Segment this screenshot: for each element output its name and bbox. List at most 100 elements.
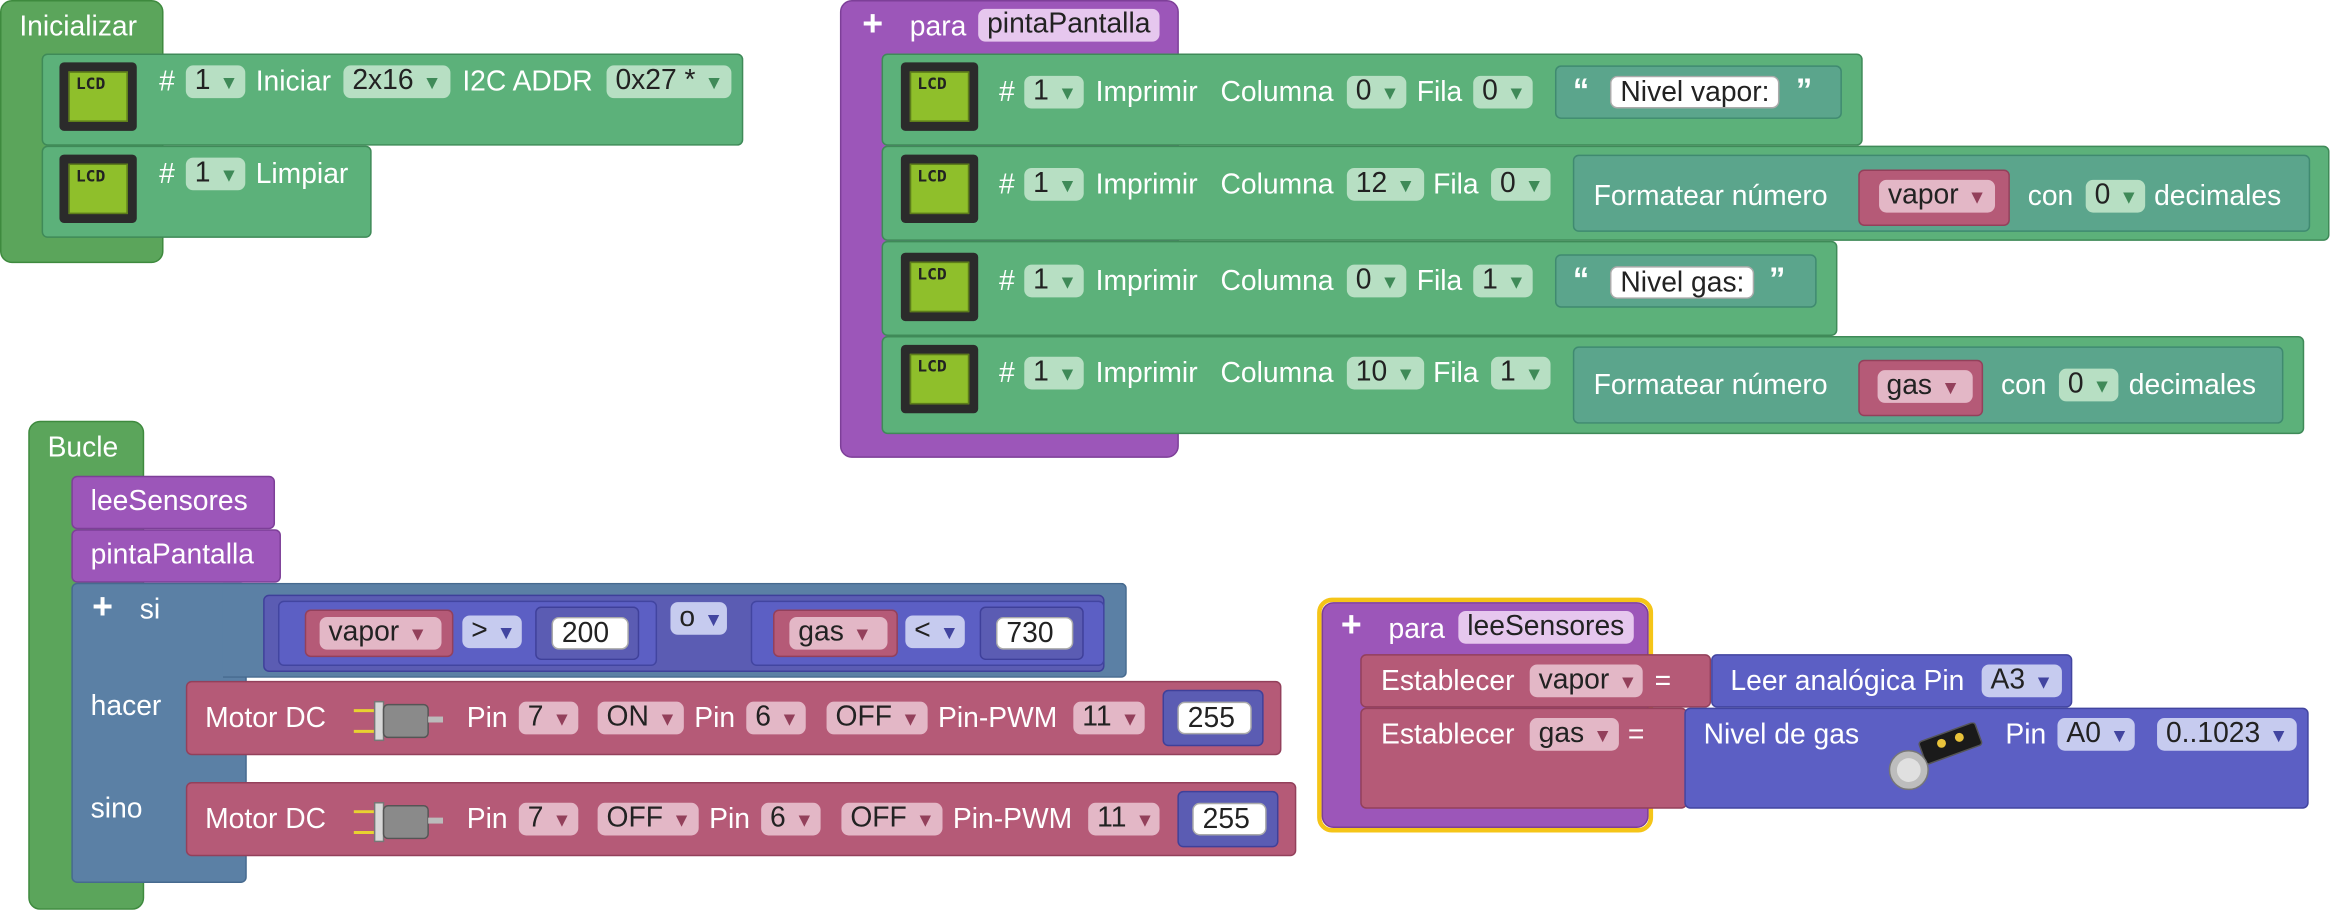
lcd-number-dropdown[interactable]: 1▼	[185, 157, 246, 191]
open-quote-icon: “	[1572, 71, 1590, 109]
column-dropdown[interactable]: 0▼	[1346, 264, 1407, 298]
hash-label: #	[998, 358, 1015, 390]
open-quote-icon: “	[1572, 260, 1590, 298]
pin-dropdown[interactable]: 6▼	[746, 701, 806, 735]
call-pintapantalla-block[interactable]	[71, 529, 281, 583]
row-dropdown[interactable]: 1▼	[1491, 356, 1551, 390]
hacer-label: hacer	[90, 691, 162, 723]
pin-dropdown[interactable]: A0▼	[2057, 718, 2135, 751]
column-label: Columna	[1220, 266, 1334, 298]
function-name-field[interactable]: pintaPantalla	[978, 8, 1160, 42]
row-dropdown[interactable]: 0▼	[1491, 167, 1551, 201]
state-dropdown[interactable]: OFF▼	[597, 802, 699, 836]
plus-icon[interactable]: +	[862, 4, 884, 45]
row-dropdown[interactable]: 0▼	[1473, 75, 1533, 109]
con-label: con	[2027, 181, 2074, 213]
motor-icon	[351, 696, 446, 747]
plus-icon[interactable]: +	[1340, 605, 1362, 646]
column-dropdown[interactable]: 10▼	[1346, 356, 1425, 390]
column-label: Columna	[1220, 169, 1334, 201]
text-field[interactable]: Nivel gas:	[1609, 266, 1755, 299]
row-label: Fila	[1433, 169, 1479, 201]
format-label: Formatear número	[1593, 370, 1828, 402]
print-label: Imprimir	[1095, 77, 1198, 109]
operator-dropdown[interactable]: <▼	[905, 615, 965, 649]
pin-dropdown[interactable]: 6▼	[761, 802, 821, 836]
pin-label: Pin	[466, 804, 508, 836]
hash-label: #	[159, 66, 175, 99]
state-dropdown[interactable]: OFF▼	[841, 802, 943, 836]
lcd-icon: LCD	[59, 62, 137, 131]
state-dropdown[interactable]: ON▼	[597, 701, 684, 735]
variable-dropdown[interactable]: vapor▼	[319, 616, 442, 650]
lcd-icon: LCD	[59, 154, 137, 223]
row-dropdown[interactable]: 1▼	[1473, 264, 1533, 298]
call-label: pintaPantalla	[90, 539, 255, 571]
equals-label: =	[1627, 719, 1645, 751]
pin-label: Pin	[694, 703, 736, 735]
format-label: Formatear número	[1593, 181, 1828, 213]
pin-dropdown[interactable]: 7▼	[518, 701, 579, 735]
set-variable-block[interactable]	[1360, 707, 1688, 809]
variable-dropdown[interactable]: gas▼	[789, 616, 888, 650]
decimals-dropdown[interactable]: 0▼	[2085, 179, 2146, 213]
close-quote-icon: ”	[1795, 71, 1813, 109]
lcd-size-dropdown[interactable]: 2x16▼	[343, 65, 451, 99]
hash-label: #	[998, 266, 1015, 298]
variable-dropdown[interactable]: gas▼	[1877, 370, 1973, 403]
speed-field[interactable]: 255	[1192, 802, 1267, 836]
lcd-number-dropdown[interactable]: 1▼	[185, 65, 246, 99]
lcd-number-dropdown[interactable]: 1▼	[1024, 167, 1084, 201]
range-dropdown[interactable]: 0..1023▼	[2157, 718, 2297, 751]
column-dropdown[interactable]: 12▼	[1346, 167, 1425, 201]
column-dropdown[interactable]: 0▼	[1346, 75, 1407, 109]
pin-dropdown[interactable]: 7▼	[518, 802, 579, 836]
decimals-label: decimales	[2128, 370, 2256, 402]
i2c-addr-dropdown[interactable]: 0x27 *▼	[606, 65, 732, 99]
init-title: Inicializar	[19, 11, 138, 44]
lcd-number-dropdown[interactable]: 1▼	[1024, 264, 1084, 298]
plus-icon[interactable]: +	[92, 587, 114, 628]
pwm-label: Pin-PWM	[938, 703, 1058, 735]
pwm-dropdown[interactable]: 11▼	[1073, 701, 1145, 735]
decimals-label: decimales	[2154, 181, 2282, 213]
function-name-field[interactable]: leeSensores	[1458, 610, 1634, 644]
logic-dropdown[interactable]: o▼	[670, 602, 727, 635]
operator-dropdown[interactable]: >▼	[462, 615, 522, 649]
text-field[interactable]: Nivel vapor:	[1609, 75, 1780, 109]
motor-label: Motor DC	[205, 703, 327, 735]
variable-dropdown[interactable]: vapor▼	[1529, 664, 1643, 698]
column-label: Columna	[1220, 358, 1334, 390]
lcd-number-dropdown[interactable]: 1▼	[1024, 75, 1084, 109]
pwm-label: Pin-PWM	[952, 804, 1073, 836]
motor-label: Motor DC	[205, 804, 327, 836]
set-label: Establecer	[1381, 719, 1515, 751]
motor-icon	[351, 797, 446, 848]
gas-level-label: Nivel de gas	[1703, 719, 1860, 751]
pwm-dropdown[interactable]: 11▼	[1088, 802, 1160, 836]
loop-title: Bucle	[47, 432, 119, 464]
speed-field[interactable]: 255	[1177, 701, 1252, 735]
variable-dropdown[interactable]: vapor▼	[1879, 179, 1996, 213]
decimals-dropdown[interactable]: 0▼	[2058, 368, 2119, 402]
number-field[interactable]: 730	[996, 616, 1074, 650]
close-quote-icon: ”	[1769, 260, 1786, 298]
set-label: Establecer	[1381, 665, 1515, 698]
number-field[interactable]: 200	[551, 616, 629, 650]
sino-label: sino	[90, 793, 143, 826]
lcd-number-dropdown[interactable]: 1▼	[1024, 356, 1084, 390]
hash-label: #	[998, 77, 1015, 109]
action-label: Limpiar	[255, 159, 349, 191]
pin-label: Pin	[466, 703, 508, 735]
pin-dropdown[interactable]: A3▼	[1981, 664, 2062, 698]
call-leesensores-block[interactable]	[71, 475, 276, 530]
lcd-icon: LCD	[900, 344, 979, 414]
print-label: Imprimir	[1095, 266, 1198, 298]
si-label: si	[139, 594, 161, 626]
variable-dropdown[interactable]: gas▼	[1529, 718, 1619, 751]
row-label: Fila	[1416, 266, 1463, 298]
para-label: para	[1388, 613, 1446, 646]
action-label: Iniciar	[255, 66, 332, 99]
state-dropdown[interactable]: OFF▼	[826, 701, 928, 735]
row-label: Fila	[1416, 77, 1463, 109]
